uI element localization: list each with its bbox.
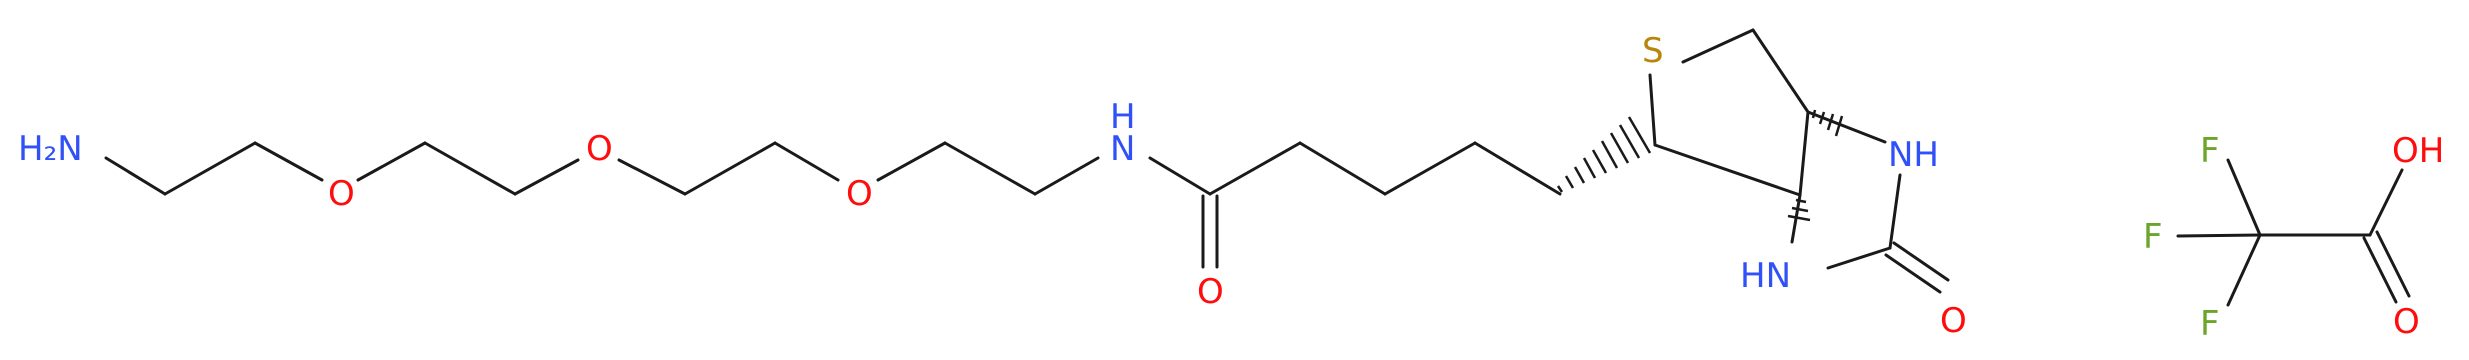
atom-o3: O [846,174,873,214]
bond-cf3-ftop [2226,158,2262,237]
hashed-wedge-bridgeheads [1787,109,1844,222]
atom-oh: OH [2392,131,2444,171]
atom-sulfur: S [1642,31,1664,71]
bond-c3a-nh [1806,110,1887,144]
atom-f-top: F [2200,131,2220,171]
atom-hn-lower: HN [1740,256,1791,296]
bond-c-o-a [2362,236,2398,304]
bond-c1-c2 [163,141,257,196]
bond-c5-c6 [683,141,777,196]
peg-chain-bonds [104,141,1562,269]
bond-cf3-fleft [2176,233,2262,238]
bond-urea-o-a [1884,253,1942,294]
bond-c6-o3 [773,141,840,182]
biotin-ring-bonds [1648,28,1950,294]
atom-urea-o: O [1940,301,1967,341]
atom-carbonyl-o: O [1197,272,1224,312]
atom-f-left: F [2143,217,2163,257]
bond-o2-c5 [617,158,687,196]
bond-c-oh [2368,168,2404,237]
bond-o3-c7 [876,141,947,182]
bond-c2s-s [1648,73,1657,147]
atom-acid-o: O [2393,302,2420,342]
atom-labels: H₂N O O O H N O S NH HN O F F F OH O [18,31,2444,344]
bond-c3a-c6a [1798,110,1810,197]
atom-amide-h: H [1110,97,1136,137]
bond-c6a-c2s [1653,143,1802,197]
bond-ch2-c3a [1751,28,1810,114]
hashed-wedge-side-chain [1556,116,1652,193]
bond-n-c1 [104,156,167,196]
bond-urea-o-b [1892,241,1950,282]
bond-n-carbonyl [1148,156,1212,196]
bond-cc [1383,141,1477,196]
atom-o2: O [586,129,613,169]
atom-o1: O [328,174,355,214]
bond-cf3-fbottom [2226,233,2262,307]
atom-amine: H₂N [18,129,83,169]
atom-amide-n: N [1110,129,1135,169]
tfa-bonds [2176,158,2411,307]
bond-cd [1473,141,1562,196]
bond-hn-co [1826,246,1892,270]
bond-c8-n [1033,156,1100,196]
bond-c3-c4 [423,141,517,196]
atom-f-bottom: F [2200,304,2220,344]
bond-c7-c8 [943,141,1037,196]
bond-c-o-b [2375,230,2411,298]
atom-nh-upper: NH [1888,135,1939,175]
bond-ca [1208,141,1302,196]
bond-cb [1298,141,1387,196]
bond-s-ch2 [1681,28,1755,64]
bond-nh-co [1888,173,1902,250]
bond-o1-c3 [356,141,427,182]
bond-c2-o1 [253,141,324,182]
bond-c4-o2 [513,158,580,196]
